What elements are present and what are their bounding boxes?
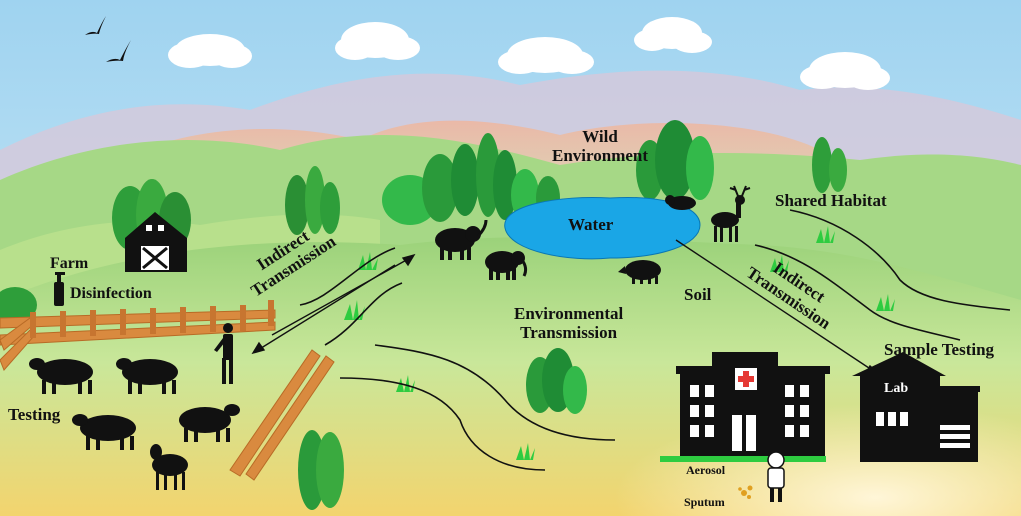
label-disinfection: Disinfection	[70, 285, 152, 303]
tree-cluster	[285, 166, 340, 235]
water-pond	[504, 197, 701, 260]
label-shared-habitat-text: Shared Habitat	[775, 191, 887, 210]
cow-icon	[179, 404, 240, 442]
label-sample-testing: Sample Testing	[884, 340, 995, 360]
label-shared-habitat: Shared Habitat	[775, 191, 887, 211]
bush	[0, 287, 37, 323]
tree-cluster	[526, 348, 587, 414]
fence	[0, 309, 335, 481]
cow-icon	[29, 358, 93, 394]
label-soil-text: Soil	[684, 285, 712, 304]
flow-lines	[299, 209, 1011, 471]
tree-cluster	[298, 430, 344, 510]
label-wild-environment: Wild Environment	[552, 127, 649, 165]
label-water: Water	[568, 215, 614, 235]
hospital-icon	[660, 352, 830, 462]
elephant-icon	[485, 251, 528, 280]
beaver-icon	[665, 195, 696, 210]
cow-icon	[116, 358, 178, 394]
grass-icon	[396, 375, 415, 392]
goat-icon	[150, 444, 188, 490]
label-sputum-text: Sputum	[684, 495, 725, 509]
cloud	[800, 52, 890, 90]
grass-icon	[516, 443, 535, 460]
cow-icon	[72, 414, 136, 450]
label-environmental-transmission: Environmental Transmission	[514, 304, 624, 342]
label-aerosol-text: Aerosol	[686, 463, 726, 477]
label-water-text: Water	[568, 215, 614, 234]
disinfectant-bottle-icon	[54, 272, 65, 306]
label-testing-text: Testing	[8, 405, 61, 424]
cloud	[634, 17, 712, 53]
grass-icon	[344, 300, 365, 320]
tree-cluster	[636, 120, 714, 200]
cloud	[335, 22, 420, 60]
label-lab: Lab	[884, 381, 908, 396]
label-aerosol: Aerosol	[686, 463, 726, 477]
label-lab-text: Lab	[884, 381, 909, 396]
label-wild-environment-text: Wild Environment	[552, 127, 649, 165]
label-environmental-transmission-text: Environmental Transmission	[514, 304, 624, 342]
label-sputum: Sputum	[684, 495, 725, 509]
lab-building-icon	[852, 352, 980, 462]
label-sample-testing-text: Sample Testing	[884, 340, 995, 359]
grass-icon	[816, 226, 835, 243]
grass-icon	[876, 294, 895, 311]
sputum-droplet-icon	[738, 485, 753, 499]
cloud	[168, 34, 252, 68]
deer-icon	[711, 185, 751, 242]
barn-icon	[125, 212, 187, 272]
elephant-icon	[435, 219, 488, 260]
farmer-icon	[214, 323, 233, 384]
label-testing: Testing	[8, 405, 61, 425]
cloud	[498, 37, 594, 74]
label-farm: Farm	[50, 255, 88, 273]
label-farm-text: Farm	[50, 255, 89, 272]
label-soil: Soil	[684, 285, 712, 305]
tree-cluster	[382, 133, 560, 225]
grass-icon	[770, 255, 789, 272]
tree-cluster	[812, 137, 847, 193]
boar-icon	[618, 260, 661, 284]
label-disinfection-text: Disinfection	[70, 285, 152, 302]
fence-posts	[30, 300, 274, 338]
patient-icon	[767, 451, 785, 502]
